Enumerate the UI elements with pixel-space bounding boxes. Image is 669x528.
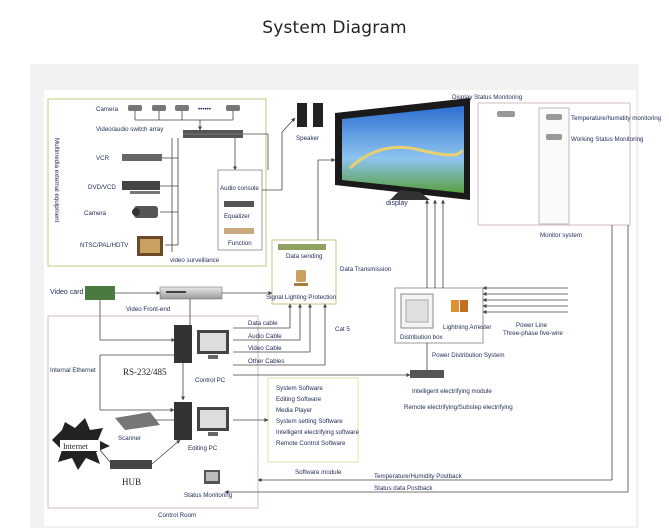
- label-lightning-arrester: Lightning Arrester: [443, 324, 492, 331]
- label-power-line: Power Line: [516, 322, 548, 329]
- video-card-icon: [85, 286, 115, 300]
- control-pc-icon: [174, 325, 229, 363]
- label-status-postback: Status data Postback: [374, 485, 433, 492]
- diagram-title: System Diagram: [262, 18, 407, 38]
- status-monitor-icon: [204, 470, 220, 484]
- label-video-surveillance: video surveillance: [170, 257, 220, 264]
- software-item: Editing Software: [276, 396, 322, 403]
- label-other-cables: Other Cables: [248, 358, 284, 365]
- label-temp-postback: Temperature/Humidity Postback: [374, 473, 463, 480]
- label-dvd: DVD/VCD: [88, 184, 116, 191]
- internet-icon: [52, 418, 110, 470]
- label-remote-electrifying: Remote electrifying/Substep electrifying: [404, 404, 513, 411]
- label-rs232: RS-232/485: [123, 367, 167, 377]
- distribution-box-frame: [394, 287, 484, 344]
- label-distribution-box: Distribution box: [400, 334, 444, 341]
- label-data-cable: Data cable: [248, 320, 278, 327]
- label-software-module: Software module: [295, 469, 342, 476]
- scanner-icon: [115, 412, 160, 430]
- software-item: System Software: [276, 385, 323, 392]
- label-display-status: Display Status Monitoring: [452, 94, 523, 101]
- label-display: display: [386, 200, 408, 207]
- label-internal-ethernet: Internal Ethernet: [50, 367, 96, 374]
- monitor-panel-icon: [538, 107, 570, 225]
- label-switch-array: Video/audio switch array: [96, 126, 164, 133]
- svg-text:••••••: ••••••: [198, 106, 211, 113]
- label-cat5: Cat 5: [335, 326, 350, 333]
- label-internet: Internet: [63, 442, 89, 451]
- label-scanner: Scanner: [118, 435, 141, 442]
- label-video-card: Video card: [50, 289, 83, 296]
- label-vcr: VCR: [96, 155, 110, 162]
- lightning-arrester-icon: [451, 300, 468, 312]
- hub-icon: [110, 460, 152, 469]
- label-multimedia: Multimedia external equipment: [53, 138, 60, 223]
- label-equalizer: Equalizer: [224, 213, 250, 220]
- function-icon: [224, 228, 254, 234]
- data-sending-icon: [278, 244, 326, 250]
- editing-pc-icon: [174, 402, 229, 440]
- lightning-protector-icon: [294, 270, 308, 286]
- intelligent-module-icon: [410, 370, 444, 378]
- tv-monitor-icon: [137, 236, 163, 256]
- speaker-icon: [297, 103, 323, 127]
- label-audio-console: Audio console: [220, 185, 259, 192]
- label-audio-cable: Audio Cable: [248, 333, 282, 340]
- vcr-icon: [122, 154, 162, 161]
- label-data-sending: Data sending: [286, 253, 323, 260]
- label-speaker: Speaker: [296, 135, 319, 142]
- label-monitor-system: Monitor system: [540, 232, 582, 239]
- video-camera-icon: [132, 206, 158, 218]
- label-camera-left: Camera: [84, 210, 107, 217]
- software-item: Media Player: [276, 407, 312, 414]
- label-video-cable: Video Cable: [248, 345, 282, 352]
- software-item: Remote Control Software: [276, 440, 346, 447]
- label-signal-lighting: Signal Lighting Protection: [266, 294, 337, 301]
- dvd-icon: [122, 181, 160, 190]
- label-working-status: Working Status Monitoring: [571, 136, 644, 143]
- software-item: Intelligent electrifying software: [276, 429, 359, 436]
- label-power-distribution: Power Distribution System: [432, 352, 505, 359]
- sensor-camera-icon: [497, 111, 562, 140]
- label-control-pc: Control PC: [195, 377, 226, 384]
- label-ntsc: NTSC/PAL/HDTV: [80, 242, 129, 249]
- camera-row-icon: ••••••: [128, 105, 240, 113]
- label-editing-pc: Editing PC: [188, 445, 218, 452]
- label-data-transmission: Data Transmission: [340, 266, 392, 273]
- video-frontend-icon: [159, 286, 223, 300]
- label-function: Function: [228, 240, 252, 247]
- label-three-phase: Three-phase five-wire: [503, 330, 563, 337]
- label-camera-top: Camera: [96, 106, 119, 113]
- control-room-box: [47, 315, 259, 509]
- distribution-box-icon: [400, 293, 434, 329]
- monitor-system-box: [477, 102, 631, 226]
- multimedia-group-box: [47, 98, 267, 267]
- label-temp-humidity: Temperature/humidity monitoring: [571, 115, 662, 122]
- equalizer-icon: [224, 201, 254, 207]
- label-video-frontend: Video Front-end: [126, 306, 171, 313]
- display-screen-icon: [335, 98, 470, 200]
- label-control-room: Control Room: [158, 512, 196, 519]
- label-intelligent-module: Intelligent electrifying module: [412, 388, 492, 395]
- audio-console-box: [217, 169, 263, 251]
- label-hub: HUB: [122, 477, 141, 487]
- label-status-monitoring: Status Monitoring: [184, 492, 233, 499]
- data-sending-box: [271, 239, 337, 305]
- software-item: System setting Software: [276, 418, 343, 425]
